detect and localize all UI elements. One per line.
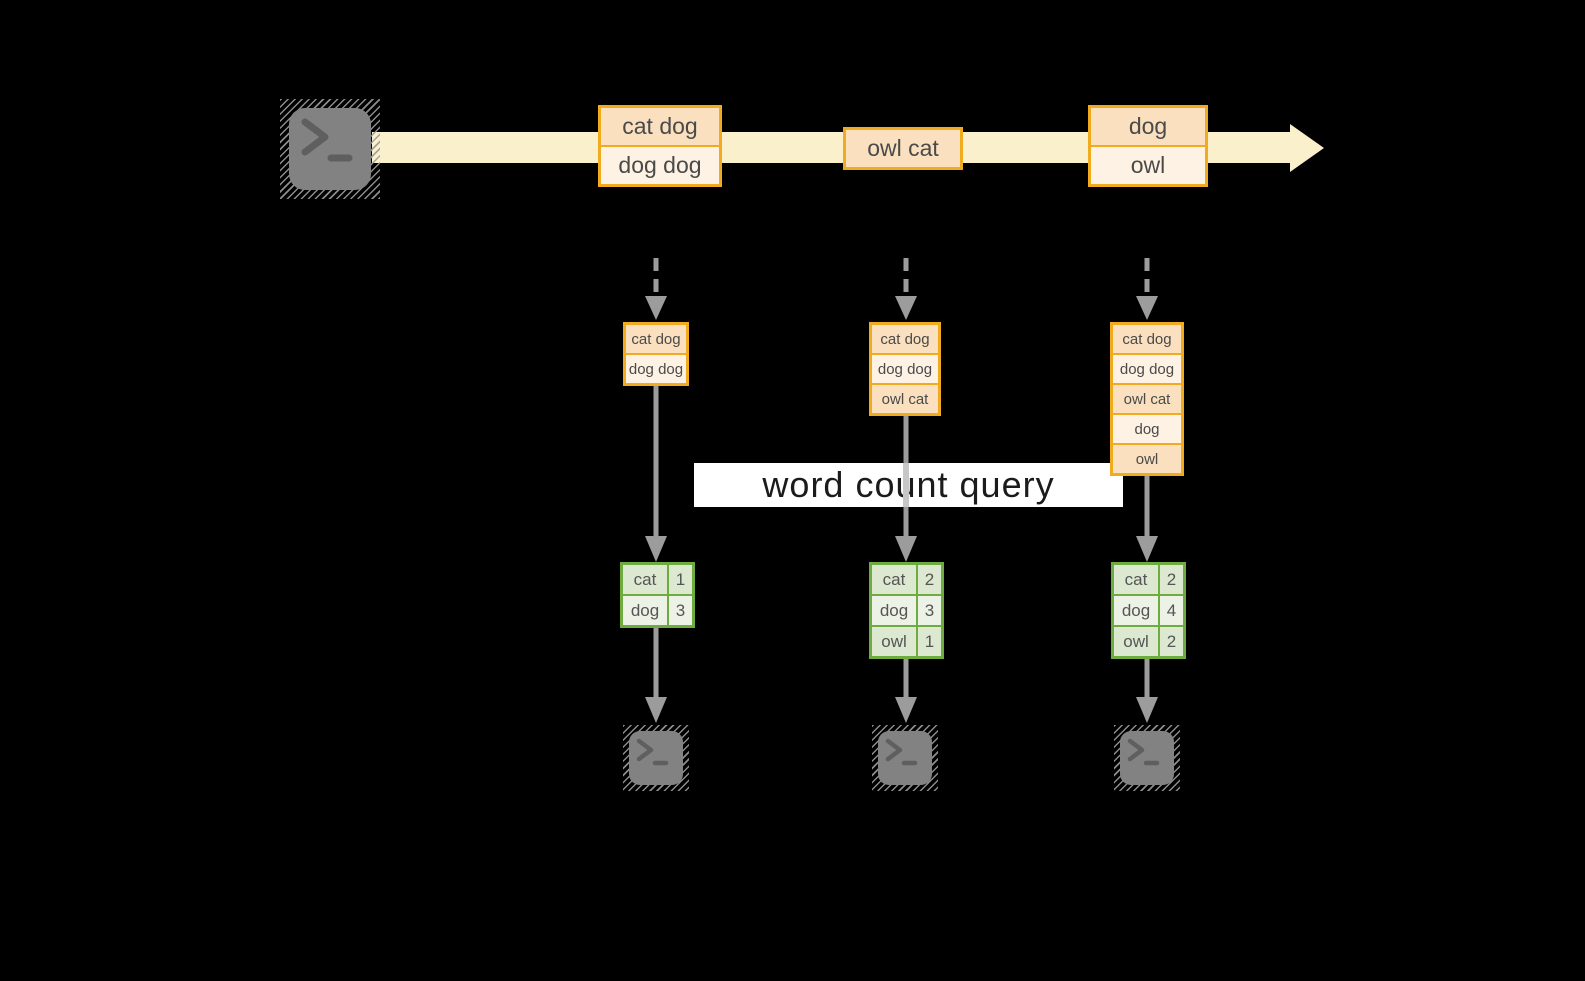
state-row: cat dog [872,325,938,353]
result-word: dog [623,596,667,625]
query-arrow-1 [645,386,667,562]
state-row: dog dog [1113,355,1181,383]
source-terminal-icon [280,99,380,199]
result-count: 3 [918,596,941,625]
sink-terminal-icon-1 [623,725,689,791]
result-count: 2 [1160,565,1183,594]
result-word: owl [1114,627,1158,656]
dashed-arrow-3 [1136,258,1158,320]
result-count: 1 [669,565,692,594]
sink-terminal-icon-3 [1114,725,1180,791]
result-word: cat [872,565,916,594]
dashed-arrow-2 [895,258,917,320]
state-stack-1: cat dog dog dog [623,322,689,386]
state-row: dog dog [872,355,938,383]
terminal-prompt-icon [636,738,669,766]
result-table-3: cat 2 dog 4 owl 2 [1111,562,1186,659]
stream-batch-2: owl cat [843,127,963,170]
result-word: dog [1114,596,1158,625]
state-row: owl cat [1113,385,1181,413]
terminal-body [878,731,932,785]
stream-batch-3: dog owl [1088,105,1208,187]
stream-batch-1: cat dog dog dog [598,105,722,187]
state-stack-2: cat dog dog dog owl cat [869,322,941,416]
terminal-prompt-icon [885,738,918,766]
result-word: dog [872,596,916,625]
result-word: owl [872,627,916,656]
result-count: 1 [918,627,941,656]
query-arrow-2-overlay [903,463,909,507]
sink-arrow-2 [895,659,917,723]
stream-record: owl [1091,147,1205,184]
terminal-body [1120,731,1174,785]
state-row: dog [1113,415,1181,443]
terminal-body [289,108,371,190]
state-row: cat dog [626,325,686,353]
state-stack-3: cat dog dog dog owl cat dog owl [1110,322,1184,476]
sink-arrow-3 [1136,659,1158,723]
state-row: owl [1113,445,1181,473]
stream-arrowhead [1290,124,1324,172]
stream-record: cat dog [601,108,719,145]
result-count: 4 [1160,596,1183,625]
state-row: dog dog [626,355,686,383]
state-row: owl cat [872,385,938,413]
terminal-prompt-icon [301,118,353,162]
dashed-arrow-1 [645,258,667,320]
result-count: 2 [918,565,941,594]
terminal-body [629,731,683,785]
result-count: 2 [1160,627,1183,656]
terminal-prompt-icon [1127,738,1160,766]
sink-terminal-icon-2 [872,725,938,791]
stream-record: dog dog [601,147,719,184]
result-table-2: cat 2 dog 3 owl 1 [869,562,944,659]
stream-record: owl cat [846,130,960,167]
result-word: cat [623,565,667,594]
query-arrow-3 [1136,476,1158,562]
state-row: cat dog [1113,325,1181,353]
result-table-1: cat 1 dog 3 [620,562,695,628]
result-count: 3 [669,596,692,625]
result-word: cat [1114,565,1158,594]
sink-arrow-1 [645,628,667,723]
stream-record: dog [1091,108,1205,145]
